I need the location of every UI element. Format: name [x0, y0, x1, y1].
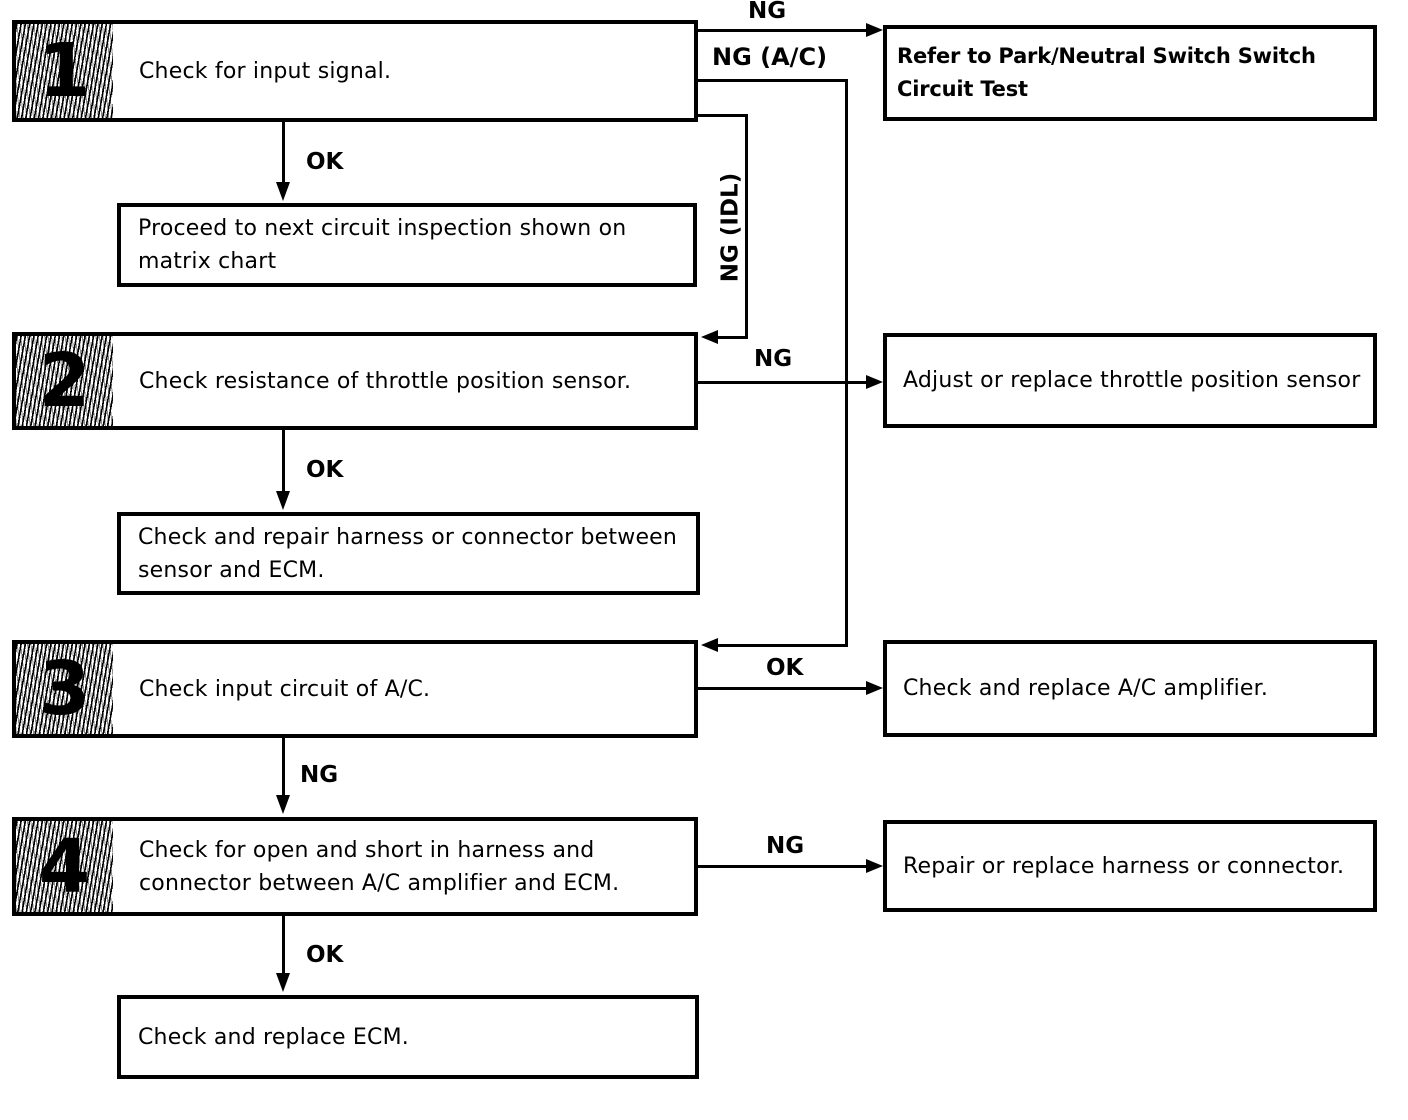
- connector-step3-ok: [698, 687, 868, 690]
- step-4-number-block: 4: [16, 821, 113, 912]
- repair-harness-connector-box: Repair or replace harness or connector.: [883, 820, 1377, 912]
- edge-label-step2-ng: NG: [754, 346, 793, 372]
- arrowhead-step2-ng-icon: [866, 375, 883, 389]
- adjust-throttle-sensor-text: Adjust or replace throttle position sens…: [903, 368, 1361, 393]
- step-2-text: Check resistance of throttle position se…: [139, 368, 632, 394]
- step-3-box: 3 Check input circuit of A/C.: [12, 640, 698, 738]
- arrowhead-step1-ng-idl-icon: [701, 330, 718, 344]
- edge-label-step1-ok: OK: [306, 149, 344, 175]
- step-1-number-block: 1: [16, 24, 113, 118]
- connector-step1-ng-ac-vertical: [845, 79, 848, 647]
- connector-step1-ng-idl-vertical: [745, 114, 748, 339]
- connector-step1-ng-idl-top: [698, 114, 748, 117]
- proceed-matrix-chart-box: Proceed to next circuit inspection shown…: [117, 203, 697, 287]
- repair-harness-sensor-ecm-text: Check and repair harness or connector be…: [138, 524, 678, 583]
- arrowhead-step4-ok-icon: [276, 973, 290, 992]
- connector-step4-ng: [698, 865, 868, 868]
- step-2-box: 2 Check resistance of throttle position …: [12, 332, 698, 430]
- connector-step1-ng: [698, 29, 868, 32]
- edge-label-step1-ng-idl: NG (IDL): [717, 172, 744, 283]
- step-1-box: 1 Check for input signal.: [12, 20, 698, 122]
- park-neutral-switch-box: Refer to Park/Neutral Switch Switch Circ…: [883, 25, 1377, 121]
- adjust-throttle-sensor-box: Adjust or replace throttle position sens…: [883, 333, 1377, 428]
- step-2-number-block: 2: [16, 336, 113, 426]
- repair-harness-connector-text: Repair or replace harness or connector.: [903, 853, 1345, 879]
- step-3-number-block: 3: [16, 644, 113, 734]
- edge-label-step4-ng: NG: [766, 833, 805, 859]
- connector-step2-ok: [282, 430, 285, 492]
- arrowhead-step3-ng-icon: [276, 795, 290, 814]
- step-4-number: 4: [38, 823, 91, 910]
- step-2-number: 2: [38, 338, 91, 424]
- edge-label-step3-ng: NG: [300, 762, 339, 788]
- connector-step3-ng: [282, 738, 285, 796]
- edge-label-step2-ok: OK: [306, 457, 344, 483]
- connector-step1-ok: [282, 122, 285, 184]
- park-neutral-switch-text: Refer to Park/Neutral Switch Switch Circ…: [897, 44, 1316, 101]
- arrowhead-step1-ng-ac-icon: [701, 638, 718, 652]
- connector-step1-ng-idl-bottom: [714, 336, 748, 339]
- arrowhead-step1-ok-icon: [276, 182, 290, 201]
- replace-ecm-text: Check and replace ECM.: [138, 1024, 409, 1050]
- arrowhead-step3-ok-icon: [866, 681, 883, 695]
- connector-step2-ng: [698, 381, 868, 384]
- step-1-number: 1: [38, 28, 91, 114]
- edge-label-step3-ok: OK: [766, 655, 804, 681]
- step-4-text: Check for open and short in harness and …: [139, 837, 620, 896]
- step-3-text: Check input circuit of A/C.: [139, 676, 431, 702]
- replace-ac-amplifier-text: Check and replace A/C amplifier.: [903, 676, 1269, 701]
- edge-label-step1-ng-ac: NG (A/C): [712, 43, 828, 71]
- arrowhead-step1-ng-icon: [866, 23, 883, 37]
- proceed-matrix-chart-text: Proceed to next circuit inspection shown…: [138, 216, 627, 274]
- arrowhead-step4-ng-icon: [866, 859, 883, 873]
- step-4-box: 4 Check for open and short in harness an…: [12, 817, 698, 916]
- connector-step1-ng-ac-bottom: [714, 644, 848, 647]
- repair-harness-sensor-ecm-box: Check and repair harness or connector be…: [117, 512, 700, 595]
- step-3-number: 3: [38, 646, 91, 732]
- edge-label-step4-ok: OK: [306, 942, 344, 968]
- arrowhead-step2-ok-icon: [276, 491, 290, 510]
- step-1-text: Check for input signal.: [139, 58, 392, 84]
- replace-ac-amplifier-box: Check and replace A/C amplifier.: [883, 640, 1377, 737]
- connector-step4-ok: [282, 916, 285, 974]
- edge-label-step1-ng: NG: [748, 0, 787, 24]
- replace-ecm-box: Check and replace ECM.: [117, 995, 699, 1079]
- connector-step1-ng-ac-top: [698, 79, 848, 82]
